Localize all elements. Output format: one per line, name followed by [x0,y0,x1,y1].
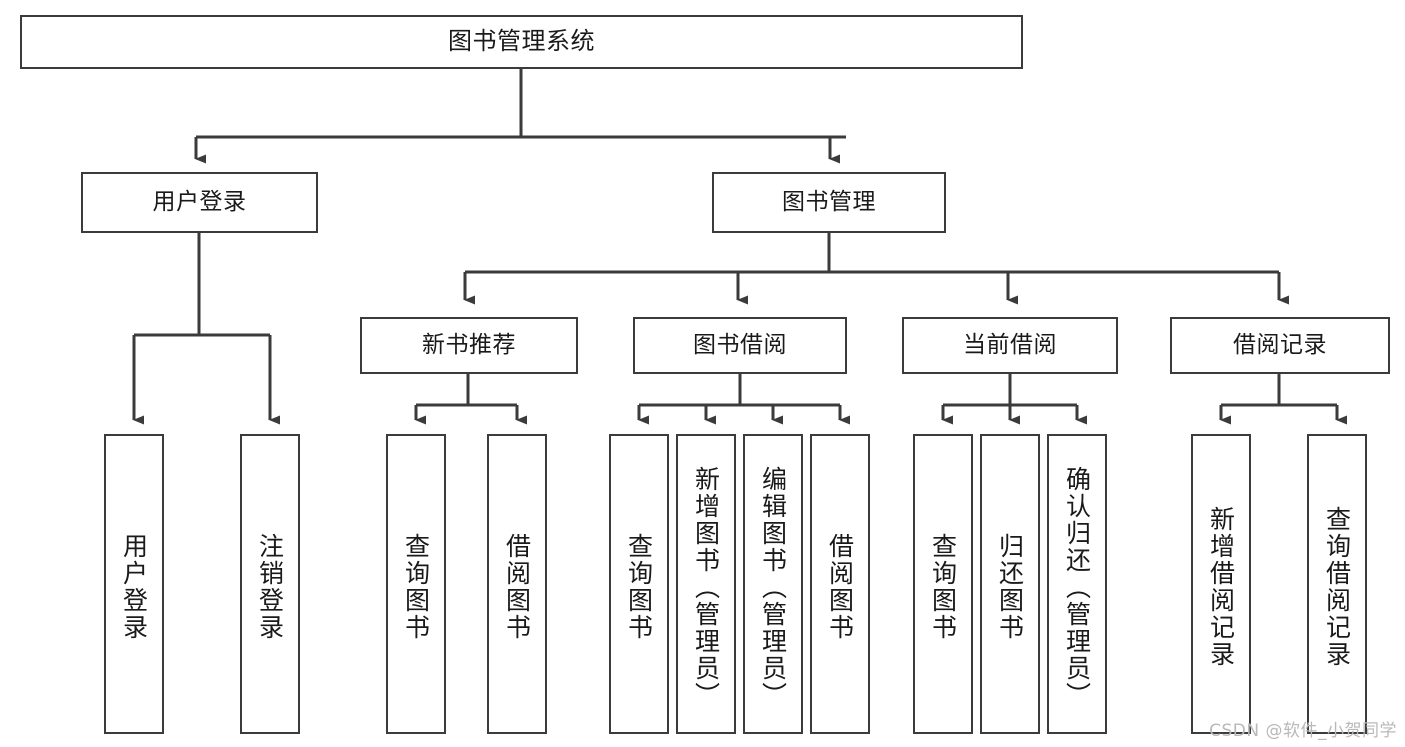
leaf-borrow-book-new[interactable]: 借阅图书 [487,434,547,734]
node-label: 借阅图书 [825,533,855,641]
node-label: 查询图书 [624,533,654,641]
node-label: 借阅图书 [502,533,532,641]
node-label: 借阅记录 [1233,332,1327,359]
leaf-edit-book-admin[interactable]: 编辑图书（管理员） [743,434,803,734]
node-label: 编辑图书（管理员） [758,465,788,709]
leaf-query-borrow-record[interactable]: 查询借阅记录 [1307,434,1367,734]
leaf-query-book-borrow[interactable]: 查询图书 [609,434,669,734]
node-label: 用户登录 [152,189,247,216]
node-book-borrow[interactable]: 图书借阅 [633,317,847,374]
leaf-return-book[interactable]: 归还图书 [980,434,1040,734]
node-book-management[interactable]: 图书管理 [712,172,946,233]
leaf-logout-login[interactable]: 注销登录 [240,434,300,734]
leaf-confirm-return-admin[interactable]: 确认归还（管理员） [1047,434,1107,734]
node-root-system[interactable]: 图书管理系统 [20,15,1023,69]
node-user-login[interactable]: 用户登录 [81,172,318,233]
node-label: 新增图书（管理员） [691,465,721,709]
node-new-book-recommend[interactable]: 新书推荐 [360,317,578,374]
leaf-query-book-current[interactable]: 查询图书 [913,434,973,734]
watermark-text: CSDN @软件_小贺同学 [1209,721,1397,741]
node-label: 确认归还（管理员） [1062,465,1092,709]
node-label: 注销登录 [255,533,285,641]
node-label: 查询图书 [401,533,431,641]
node-label: 当前借阅 [963,332,1057,359]
leaf-user-login[interactable]: 用户登录 [104,434,164,734]
node-label: 新增借阅记录 [1206,506,1236,668]
leaf-query-book-new[interactable]: 查询图书 [386,434,446,734]
node-borrow-record[interactable]: 借阅记录 [1170,317,1390,374]
node-current-borrow[interactable]: 当前借阅 [902,317,1118,374]
node-label: 查询借阅记录 [1322,506,1352,668]
node-label: 新书推荐 [422,332,516,359]
node-label: 查询图书 [928,533,958,641]
node-label: 图书借阅 [693,332,787,359]
leaf-add-book-admin[interactable]: 新增图书（管理员） [676,434,736,734]
leaf-add-borrow-record[interactable]: 新增借阅记录 [1191,434,1251,734]
leaf-borrow-book[interactable]: 借阅图书 [810,434,870,734]
node-label: 归还图书 [995,533,1025,641]
node-label: 图书管理系统 [448,27,595,56]
node-label: 用户登录 [119,533,149,641]
node-label: 图书管理 [782,189,876,216]
